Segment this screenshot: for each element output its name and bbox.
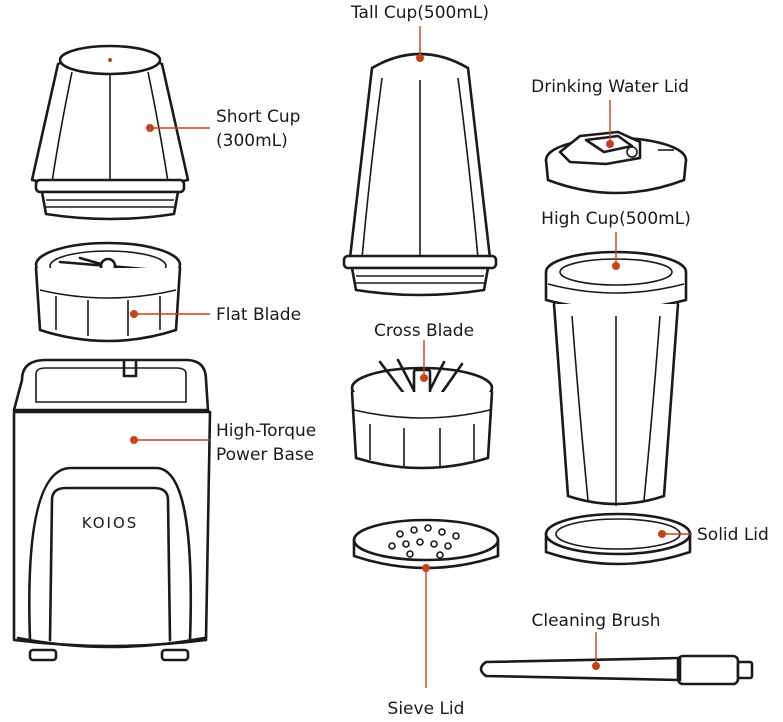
label-short-cup-line1: Short Cup	[216, 107, 300, 127]
drinking-water-lid	[544, 130, 688, 195]
label-high-cup: High Cup(500mL)	[541, 209, 691, 229]
label-cleaning-brush: Cleaning Brush	[532, 611, 661, 631]
callout-cleaning-brush	[592, 632, 600, 670]
label-solid-lid: Solid Lid	[697, 525, 769, 545]
high-cup	[544, 250, 688, 506]
label-short-cup-line2: (300mL)	[216, 131, 288, 151]
flat-blade	[34, 241, 182, 343]
solid-lid	[544, 512, 692, 566]
label-power-base-line1: High-Torque	[216, 421, 316, 441]
cross-blade	[350, 358, 494, 470]
label-drinking-water-lid: Drinking Water Lid	[531, 77, 689, 97]
callout-sieve-lid	[422, 564, 430, 688]
tall-cup	[342, 52, 498, 297]
callout-power-base	[130, 436, 210, 444]
brand-logo: KOIOS	[82, 514, 139, 532]
short-cup	[30, 44, 190, 221]
power-base: KOIOS	[12, 358, 212, 662]
label-tall-cup: Tall Cup(500mL)	[350, 3, 489, 23]
callout-drinking-lid	[606, 100, 614, 148]
label-power-base-line2: Power Base	[216, 445, 314, 465]
callout-cross-blade	[420, 340, 428, 382]
callout-short-cup	[146, 124, 210, 132]
label-sieve-lid: Sieve Lid	[388, 699, 465, 719]
sieve-lid	[352, 518, 500, 570]
callout-high-cup	[612, 232, 620, 270]
callout-tall-cup	[416, 26, 424, 62]
label-cross-blade: Cross Blade	[374, 321, 474, 341]
cleaning-brush	[479, 654, 754, 686]
label-flat-blade: Flat Blade	[216, 305, 301, 325]
callout-solid-lid	[658, 530, 692, 538]
callout-flat-blade	[130, 310, 210, 318]
